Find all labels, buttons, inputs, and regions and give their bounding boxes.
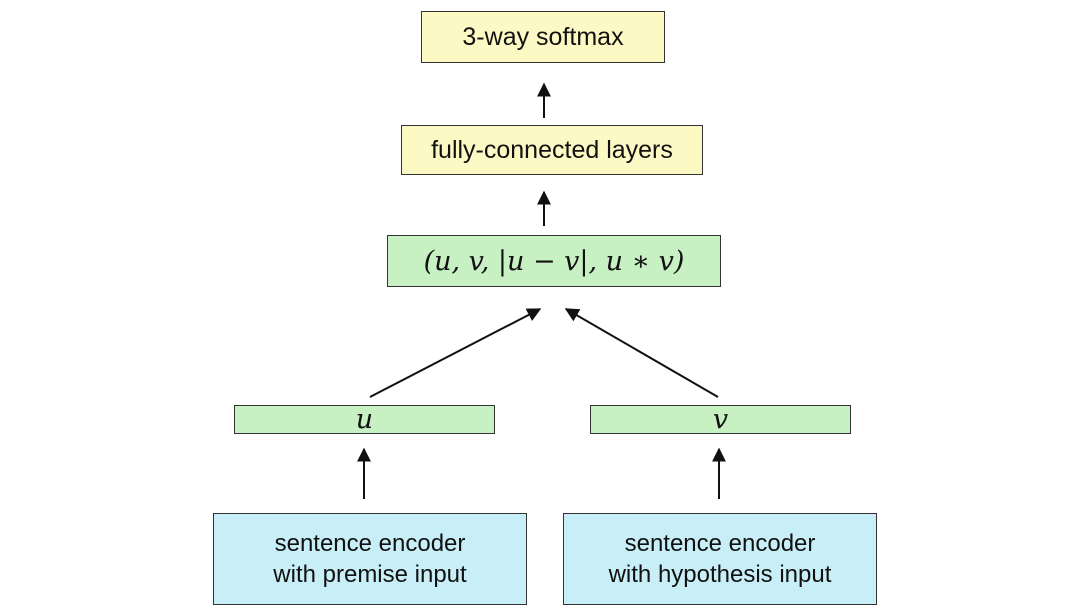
premise-encoder-box: sentence encoder with premise input: [213, 513, 527, 605]
u-vector-box: u: [234, 404, 495, 435]
v-vector-box: v: [590, 404, 851, 435]
fully-connected-label: fully-connected layers: [431, 135, 673, 164]
u-vector-label: u: [355, 404, 374, 435]
arrow-u-to-concat: [369, 308, 542, 398]
premise-encoder-line2: with premise input: [273, 561, 467, 588]
concat-features-box: (u, v, |u − v|, u ∗ v): [387, 235, 721, 287]
fully-connected-box: fully-connected layers: [401, 125, 703, 175]
hypothesis-encoder-line2: with hypothesis input: [608, 561, 832, 588]
arrow-v-to-concat: [564, 308, 719, 398]
softmax-label: 3-way softmax: [462, 22, 624, 51]
hypothesis-encoder-line1: sentence encoder: [624, 529, 816, 557]
v-vector-label: v: [712, 404, 729, 435]
softmax-box: 3-way softmax: [421, 11, 665, 63]
premise-encoder-line1: sentence encoder: [274, 529, 466, 557]
hypothesis-encoder-box: sentence encoder with hypothesis input: [563, 513, 877, 605]
concat-features-label: (u, v, |u − v|, u ∗ v): [423, 245, 685, 277]
